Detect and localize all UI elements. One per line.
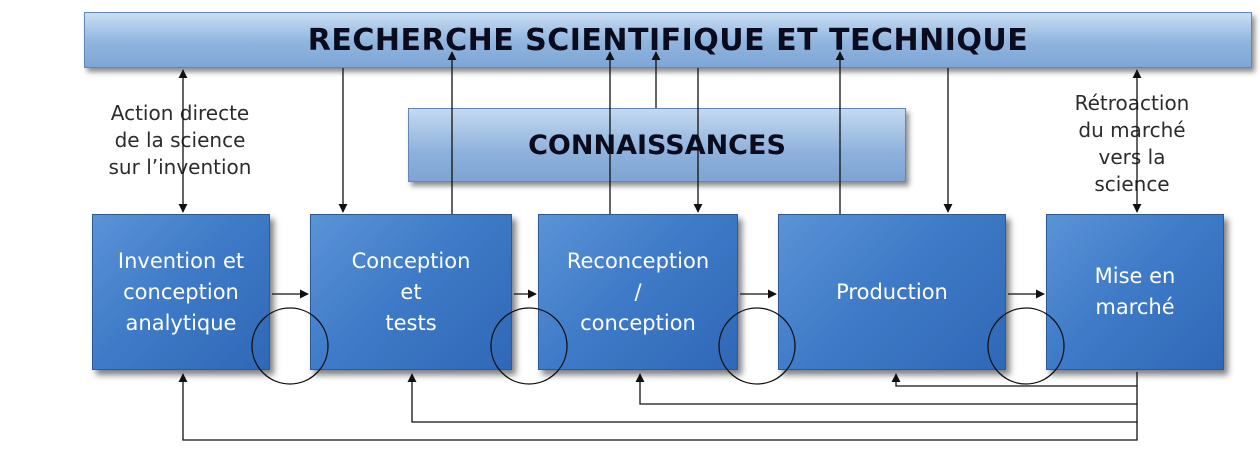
stage-production-label: Production: [836, 279, 948, 304]
stage-conception-tests: Conception et tests: [310, 214, 512, 370]
stage-reconception: Reconception / conception: [538, 214, 738, 370]
stage-reconception-label: Reconception / conception: [566, 248, 710, 335]
stage-invention: Invention et conception analytique: [92, 214, 270, 370]
loop-3: [718, 307, 796, 385]
feedback-to-production: [891, 372, 1138, 387]
loop-2: [490, 307, 568, 385]
loop-4: [987, 307, 1065, 385]
research-bar: RECHERCHE SCIENTIFIQUE ET TECHNIQUE: [84, 12, 1252, 68]
knowledge-box: CONNAISSANCES: [408, 108, 906, 182]
stage-conception-tests-label: Conception et tests: [351, 248, 471, 335]
stage-invention-label: Invention et conception analytique: [117, 248, 245, 335]
loop-1: [251, 307, 329, 385]
stage-mise-en-marche-label: Mise en marché: [1094, 264, 1176, 319]
stage-mise-en-marche: Mise en marché: [1046, 214, 1224, 370]
research-bar-title: RECHERCHE SCIENTIFIQUE ET TECHNIQUE: [307, 22, 1029, 58]
feedback-to-reconception: [635, 373, 1138, 405]
stage-production: Production: [778, 214, 1006, 370]
knowledge-box-title: CONNAISSANCES: [528, 129, 786, 161]
feedback-to-invention: [178, 373, 1138, 441]
feedback-to-conception: [407, 373, 1138, 423]
